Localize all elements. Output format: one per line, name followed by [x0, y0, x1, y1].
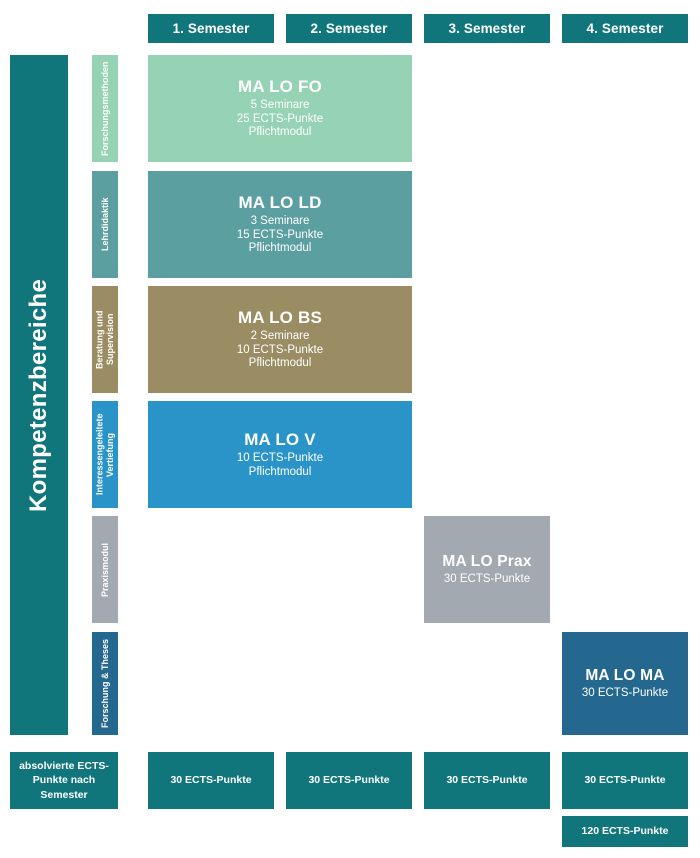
module-code: MA LO V	[244, 429, 316, 449]
module-seminars: 3 Seminare	[250, 215, 310, 228]
summary-semester-1: 30 ECTS-Punkte	[148, 752, 274, 809]
module-ects: 10 ECTS-Punkte	[236, 343, 324, 356]
module-ects: 10 ECTS-Punkte	[236, 451, 324, 464]
category-strip-interessengeleitete-vertiefung: Interessengeleitete Vertiefung	[92, 401, 118, 508]
semester-header-label: 3. Semester	[448, 20, 526, 36]
semester-header-label: 2. Semester	[310, 20, 388, 36]
module-ects: 15 ECTS-Punkte	[236, 228, 324, 241]
module-card-ma-lo-prax[interactable]: MA LO Prax 30 ECTS-Punkte	[424, 516, 550, 623]
module-card-ma-lo-ld[interactable]: MA LO LD 3 Seminare 15 ECTS-Punkte Pflic…	[148, 171, 412, 278]
semester-header-4: 4. Semester	[562, 14, 688, 43]
module-code: MA LO Prax	[442, 552, 532, 570]
module-ects: 30 ECTS-Punkte	[443, 572, 531, 585]
category-label: Interessengeleitete Vertiefung	[94, 413, 115, 496]
category-label: Beratung und Supervision	[94, 310, 115, 369]
summary-total-value: 120 ECTS-Punkte	[581, 825, 669, 838]
semester-header-1: 1. Semester	[148, 14, 274, 43]
module-code: MA LO FO	[237, 77, 323, 97]
semester-header-2: 2. Semester	[286, 14, 412, 43]
module-card-ma-lo-bs[interactable]: MA LO BS 2 Seminare 10 ECTS-Punkte Pflic…	[148, 286, 412, 393]
module-card-ma-lo-ma[interactable]: MA LO MA 30 ECTS-Punkte	[562, 632, 688, 735]
kompetenzbereiche-bar: Kompetenzbereiche	[10, 55, 68, 735]
category-strip-beratung-und-supervision: Beratung und Supervision	[92, 286, 118, 393]
module-type: Pflichtmodul	[248, 357, 312, 370]
summary-value: 30 ECTS-Punkte	[308, 774, 390, 787]
module-ects: 30 ECTS-Punkte	[581, 686, 669, 699]
module-type: Pflichtmodul	[248, 465, 312, 478]
module-code: MA LO LD	[238, 193, 322, 213]
module-code: MA LO BS	[237, 308, 323, 328]
summary-row-label: absolvierte ECTS- Punkte nach Semester	[10, 752, 118, 809]
summary-semester-4: 30 ECTS-Punkte	[562, 752, 688, 809]
category-label: Forschungsmethoden	[99, 61, 110, 156]
module-type: Pflichtmodul	[248, 242, 312, 255]
module-card-ma-lo-v[interactable]: MA LO V 10 ECTS-Punkte Pflichtmodul	[148, 401, 412, 508]
summary-semester-2: 30 ECTS-Punkte	[286, 752, 412, 809]
summary-value: 30 ECTS-Punkte	[584, 774, 666, 787]
module-ects: 25 ECTS-Punkte	[236, 112, 324, 125]
module-code: MA LO MA	[585, 666, 665, 684]
category-label: Praxismodul	[99, 542, 110, 597]
semester-header-label: 1. Semester	[172, 20, 250, 36]
summary-value: 30 ECTS-Punkte	[446, 774, 528, 787]
module-seminars: 5 Seminare	[250, 99, 310, 112]
summary-value: 30 ECTS-Punkte	[170, 774, 252, 787]
category-strip-lehrdidaktik: Lehrdidaktik	[92, 171, 118, 278]
category-strip-forschung-und-theses: Forschung & Theses	[92, 632, 118, 735]
kompetenzbereiche-label: Kompetenzbereiche	[24, 278, 52, 512]
semester-header-label: 4. Semester	[586, 20, 664, 36]
summary-row-label-text: absolvierte ECTS- Punkte nach Semester	[19, 760, 109, 801]
module-seminars: 2 Seminare	[250, 330, 310, 343]
semester-header-3: 3. Semester	[424, 14, 550, 43]
summary-semester-3: 30 ECTS-Punkte	[424, 752, 550, 809]
category-label: Forschung & Theses	[99, 639, 110, 729]
summary-total: 120 ECTS-Punkte	[562, 816, 688, 847]
module-card-ma-lo-fo[interactable]: MA LO FO 5 Seminare 25 ECTS-Punkte Pflic…	[148, 55, 412, 162]
module-type: Pflichtmodul	[248, 126, 312, 139]
category-strip-praxismodul: Praxismodul	[92, 516, 118, 623]
category-strip-forschungsmethoden: Forschungsmethoden	[92, 55, 118, 162]
category-label: Lehrdidaktik	[99, 197, 110, 252]
